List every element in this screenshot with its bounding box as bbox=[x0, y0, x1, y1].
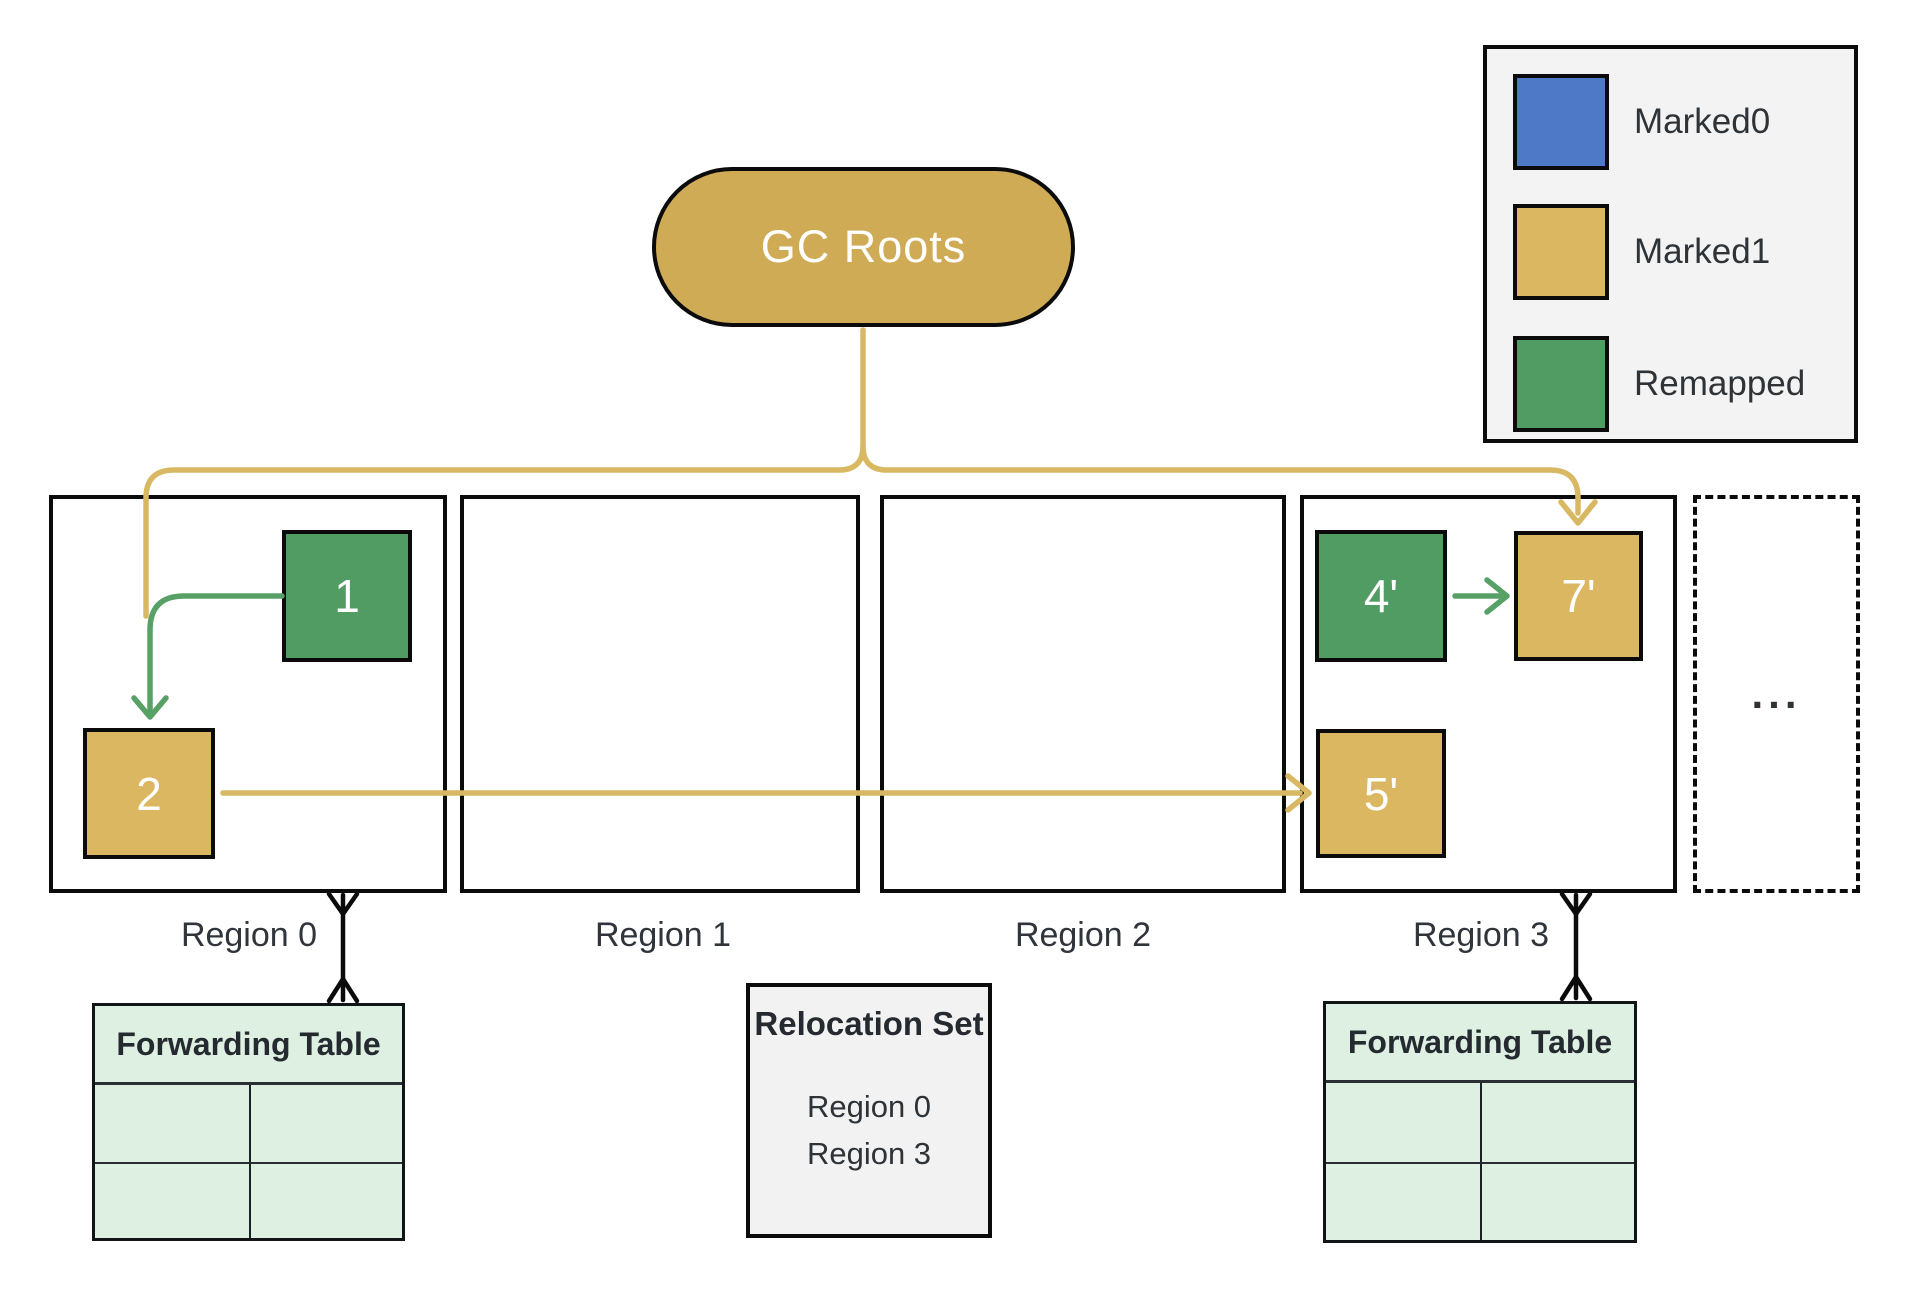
marked0-swatch bbox=[1513, 74, 1609, 170]
forwarding-table-region3: Forwarding Table bbox=[1323, 1001, 1637, 1243]
object-2: 2 bbox=[83, 728, 215, 859]
forwarding-table-grid bbox=[95, 1082, 402, 1238]
region-1-box bbox=[460, 495, 860, 893]
object-2-label: 2 bbox=[136, 767, 162, 820]
legend-label: Remapped bbox=[1634, 364, 1806, 403]
object-4-label: 4' bbox=[1363, 570, 1399, 622]
table-cell bbox=[1480, 1161, 1634, 1240]
object-5-label: 5' bbox=[1363, 767, 1399, 820]
relocation-set-item: Region 0 bbox=[806, 1089, 932, 1124]
table-cell bbox=[248, 1161, 402, 1238]
relocation-set-box: Relocation Set Region 0 Region 3 bbox=[746, 983, 992, 1238]
table-cell bbox=[1326, 1161, 1480, 1241]
marked1-swatch bbox=[1513, 204, 1609, 300]
object-4-prime: 4' bbox=[1315, 530, 1447, 662]
relocation-set-items: Region 0 Region 3 bbox=[750, 1083, 988, 1177]
region-1-label: Region 1 bbox=[594, 916, 732, 954]
forwarding-table-title: Forwarding Table bbox=[1347, 1023, 1613, 1060]
object-1-label: 1 bbox=[334, 570, 360, 622]
gc-roots-label: GC Roots bbox=[760, 221, 967, 272]
remapped-swatch bbox=[1513, 336, 1609, 432]
more-regions-box: ... bbox=[1693, 495, 1860, 893]
relocation-set-item: Region 3 bbox=[806, 1136, 932, 1171]
table-cell bbox=[95, 1085, 249, 1162]
legend-item-marked1: Marked1 bbox=[1487, 204, 1854, 300]
legend-item-remapped: Remapped bbox=[1487, 336, 1854, 432]
object-5-prime: 5' bbox=[1316, 729, 1446, 858]
region-3-label: Region 3 bbox=[1412, 916, 1550, 954]
legend: Marked0 Marked1 Remapped bbox=[1483, 45, 1858, 443]
region-2-label: Region 2 bbox=[1014, 916, 1152, 954]
forwarding-table-grid bbox=[1326, 1080, 1634, 1240]
table-cell bbox=[1326, 1083, 1480, 1162]
object-1: 1 bbox=[282, 530, 412, 662]
legend-item-marked0: Marked0 bbox=[1487, 74, 1854, 170]
forwarding-table-region0: Forwarding Table bbox=[92, 1003, 405, 1241]
region-0-label: Region 0 bbox=[180, 916, 318, 954]
object-7-label: 7' bbox=[1561, 570, 1596, 622]
legend-label: Marked1 bbox=[1634, 232, 1771, 271]
table-cell bbox=[1480, 1083, 1634, 1162]
object-7-prime: 7' bbox=[1514, 531, 1643, 661]
legend-label: Marked0 bbox=[1634, 102, 1771, 141]
table-cell bbox=[248, 1085, 403, 1162]
region-2-box bbox=[880, 495, 1286, 893]
forwarding-table-title: Forwarding Table bbox=[116, 1025, 381, 1062]
table-cell bbox=[95, 1161, 249, 1239]
relocation-set-title: Relocation Set bbox=[754, 1005, 984, 1042]
gc-roots-node: GC Roots bbox=[652, 167, 1075, 327]
